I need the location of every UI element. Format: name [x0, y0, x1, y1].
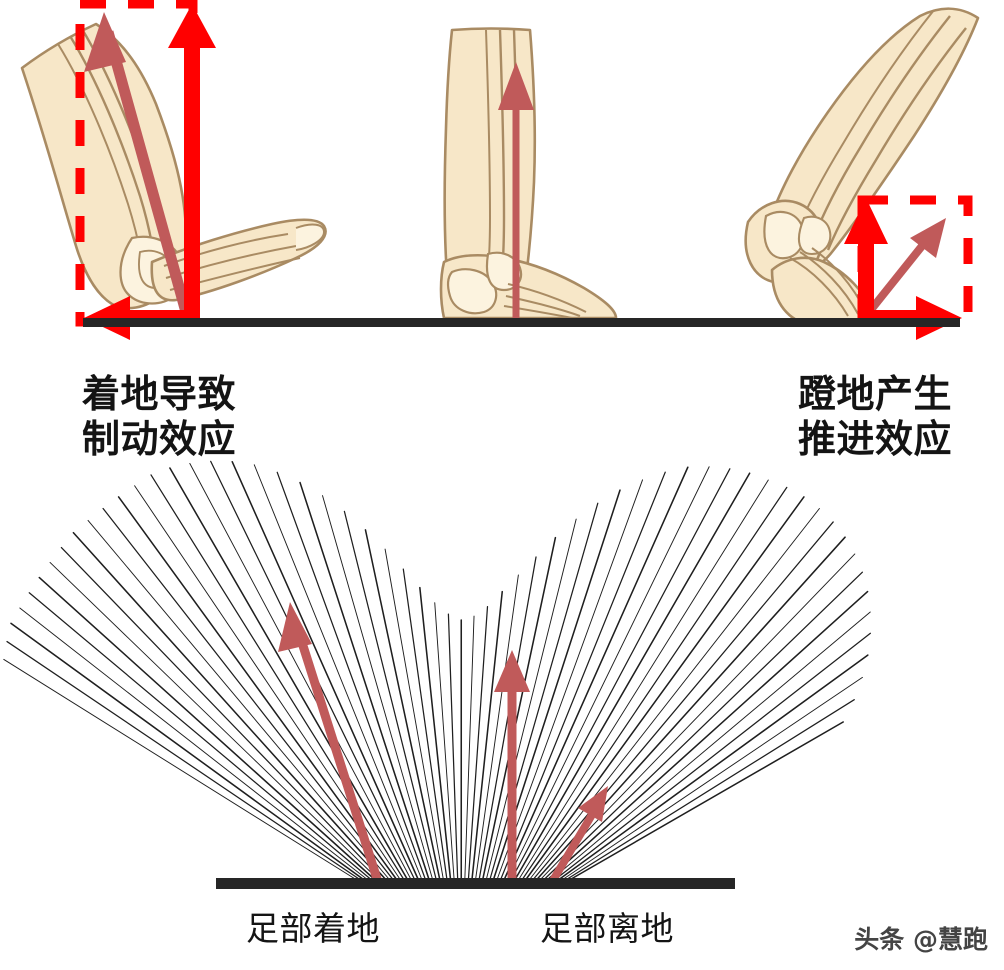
right-metatarsal-1 [789, 257, 849, 317]
grf-vector-line [464, 615, 475, 883]
top-ground-line [83, 318, 960, 327]
grf-vector-line [447, 613, 459, 883]
foot-strike-label: 足部着地 [246, 909, 380, 948]
grf-vector-line [519, 486, 788, 883]
grf-vector-line [512, 472, 751, 883]
grf-vector-line [102, 507, 396, 883]
toe-off-label: 足部离地 [540, 909, 674, 948]
left-toe-tip [295, 223, 326, 251]
grf-vector-line [530, 521, 834, 883]
grf-vector-line [551, 632, 872, 883]
grf-vector-line [516, 479, 769, 883]
grf-vector-line [322, 495, 434, 883]
watermark-text: 头条 @慧跑 [854, 925, 988, 954]
grf-vector-line [506, 466, 710, 883]
mid-calcaneus-bone [446, 268, 498, 315]
grf-vector-line [19, 607, 371, 883]
grf-vector-line [558, 676, 863, 883]
grf-vector-line [488, 502, 599, 883]
mid-metatarsal-3 [503, 305, 573, 319]
left-resultant-grf-arrow [84, 12, 192, 314]
grf-vector-line [499, 471, 666, 883]
grf-vector-line [10, 622, 368, 883]
mid-vertical-grf-arrow [498, 62, 534, 320]
grf-vector-line [485, 518, 577, 883]
right-caption-line1: 蹬地产生 [798, 372, 953, 416]
grf-vector-line [540, 571, 864, 883]
grf-vector-line [502, 466, 689, 883]
grf-vector-line [467, 606, 489, 883]
left-caption-line1: 着地导致 [82, 372, 237, 416]
grf-vector-line [523, 496, 805, 883]
grf-vector-line [495, 479, 644, 883]
grf-vector-line [6, 640, 365, 883]
grf-vector-line [299, 481, 431, 883]
grf-vector-line [253, 464, 424, 883]
grf-vector-line [117, 496, 400, 883]
midstance-leg-illustration [439, 27, 618, 320]
grf-vector-line [189, 463, 413, 883]
right-metatarsal-2 [799, 251, 859, 315]
right-caption: 蹬地产生推进效应 [798, 372, 952, 462]
bottom-ground-line [216, 878, 735, 889]
right-caption-line2: 推进效应 [798, 416, 953, 461]
midstance-vertical-vector-arrow [494, 650, 530, 887]
grf-vector-line [537, 553, 856, 883]
braking-resultant-vector-arrow [278, 602, 383, 887]
grf-vector-line [565, 721, 844, 883]
grf-vector-line [527, 508, 820, 883]
grf-vector-line [402, 568, 448, 883]
grf-vector-line [3, 658, 361, 883]
grf-vector-line [38, 576, 379, 883]
grf-vector-line [481, 536, 557, 883]
left-caption-line2: 制动效应 [82, 416, 237, 461]
grf-vector-line [60, 546, 386, 883]
grf-vector-line [509, 468, 731, 883]
grf-vector-line [548, 611, 871, 883]
grf-vector-line [561, 699, 855, 883]
grf-vector-line [150, 474, 407, 883]
grf-vector-line [470, 590, 504, 883]
toe-off-leg-illustration [744, 7, 980, 340]
grf-vector-line [28, 592, 375, 883]
right-interosseous-line [795, 9, 935, 235]
grf-vector-line [343, 510, 438, 883]
grf-vector-line [544, 590, 869, 883]
right-fibula-bone [826, 27, 967, 251]
right-resultant-grf-arrow [862, 218, 946, 319]
grf-vector-line [384, 548, 445, 883]
grf-vector-line [554, 654, 869, 883]
right-vertical-grf-arrow [844, 198, 888, 322]
left-caption: 着地导致制动效应 [82, 372, 236, 462]
grf-vector-line [87, 519, 392, 883]
grf-vector-lines [3, 460, 872, 883]
grf-vector-line [478, 556, 537, 883]
grf-vector-line [434, 602, 455, 883]
grf-vector-line [169, 467, 410, 883]
grf-vector-line [474, 574, 519, 883]
grf-vector-line [276, 471, 427, 883]
right-talus-bone [797, 215, 832, 256]
right-tibia-bone [810, 15, 951, 243]
grf-vector-line [419, 586, 452, 883]
grf-vector-line [364, 529, 442, 883]
grf-vector-line [231, 460, 421, 883]
grf-vector-line [49, 561, 382, 883]
propulsion-resultant-vector-arrow [548, 786, 608, 886]
grf-vector-line [72, 531, 389, 883]
